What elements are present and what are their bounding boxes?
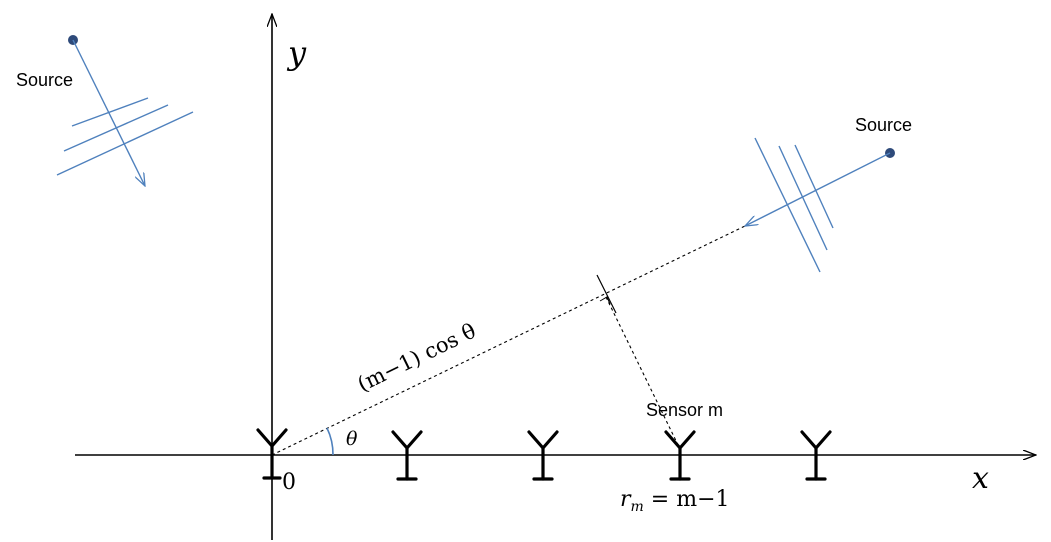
right-source-wavefront <box>745 137 895 273</box>
y-axis-label: y <box>286 34 307 72</box>
left-wavefront-3 <box>56 111 194 176</box>
sensor-position-label: rm = m−1 <box>620 487 730 515</box>
sensor-array <box>256 428 832 481</box>
left-source-label: Source <box>16 70 73 90</box>
distance-label: (m−1) cos θ <box>354 319 480 397</box>
x-axis-label: x <box>972 461 989 496</box>
propagation-direction-line <box>271 225 746 456</box>
theta-arc <box>326 427 334 456</box>
sensor-5-icon <box>800 430 832 481</box>
theta-label: θ <box>346 428 358 450</box>
right-source-label: Source <box>855 115 912 135</box>
sensor-m-label: Sensor m <box>646 400 723 420</box>
right-wavefront-1 <box>754 137 821 273</box>
perpendicular-dashed-line <box>605 296 681 450</box>
right-wavefront-2 <box>778 145 828 251</box>
sensor-3-icon <box>527 430 559 481</box>
left-wavefront-1 <box>71 97 149 127</box>
right-source-ray <box>745 152 891 226</box>
projection-tick <box>596 274 617 314</box>
right-wavefront-3 <box>794 144 834 229</box>
left-wavefront-2 <box>63 104 169 152</box>
left-source-wavefront <box>56 35 194 186</box>
sensor-2-icon <box>391 430 423 481</box>
sensor-1-icon <box>256 428 288 480</box>
origin-label: 0 <box>282 470 296 495</box>
right-angle-marker <box>599 296 611 305</box>
